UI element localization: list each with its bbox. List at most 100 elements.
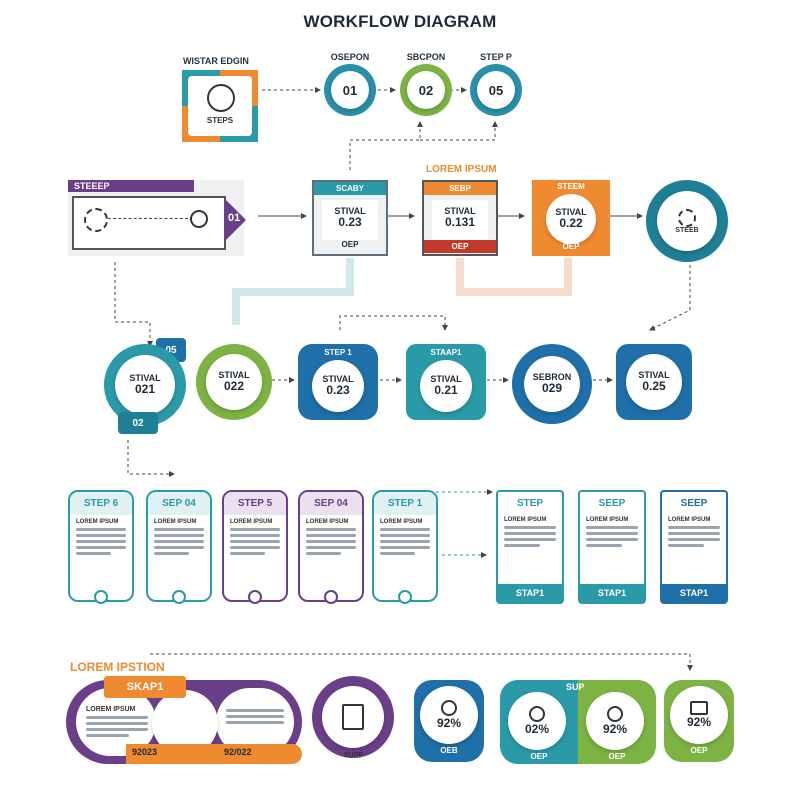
step-card-title: LOREM IPSUM <box>230 519 273 525</box>
badge-02: 02 <box>118 412 158 434</box>
r3-title-1: STIVAL <box>129 372 161 383</box>
r3-value-2: 022 <box>223 379 245 394</box>
gear-icon-end <box>678 208 696 227</box>
top-node-3[interactable]: 05 <box>470 64 522 116</box>
r3-value-1: 021 <box>134 382 156 397</box>
r3-title-2: STIVAL <box>218 369 250 380</box>
node-label-2: SBCPON <box>406 52 446 62</box>
stat-foot-2: OEP <box>530 752 548 761</box>
node-number-3: 05 <box>488 82 504 98</box>
doc-label: SUPP <box>344 752 364 759</box>
stat-value-2: 02% <box>524 722 550 736</box>
node-number-2: 02 <box>418 82 434 98</box>
box-foot-2: OEP <box>424 240 496 254</box>
document-icon <box>342 704 364 730</box>
gear-icon <box>84 208 108 232</box>
row3-node-4[interactable]: STAAP1 STIVAL 0.21 <box>406 344 486 420</box>
magnifier-icon <box>441 700 457 716</box>
step-card-foot: STAP1 <box>662 584 726 602</box>
step-banner[interactable]: STEEEP 01 <box>68 180 246 256</box>
box-value-1: 0.23 <box>338 215 362 230</box>
start-box-label: WISTAR EDGIN <box>183 56 249 66</box>
combo-value-left: 92023 <box>132 747 158 757</box>
globe-icon <box>207 84 235 112</box>
tag-skap1: SKAP1 <box>104 676 186 698</box>
end-circle-label: STEEB <box>675 226 699 234</box>
box-value-3: 0.22 <box>559 216 583 231</box>
clock-icon <box>529 706 545 722</box>
process-box-2[interactable]: SEBP STIVAL 0.131 OEP <box>422 180 498 256</box>
node-label-1: OSEPON <box>330 52 370 62</box>
stat-pair-label: SUP <box>566 682 585 692</box>
node-number-1: 01 <box>342 82 358 98</box>
stat-foot-1: OEB <box>440 746 458 755</box>
step-card-title: LOREM IPSUM <box>504 517 547 523</box>
card-knob <box>324 590 338 604</box>
top-node-1[interactable]: 01 <box>324 64 376 116</box>
step-card-head: SEP 04 <box>148 492 210 515</box>
step-card[interactable]: STEP 5 LOREM IPSUM <box>222 490 288 604</box>
step-card[interactable]: STEP 1 LOREM IPSUM <box>372 490 438 604</box>
start-box[interactable]: STEPS <box>182 70 258 142</box>
box-head-1: SCABY <box>314 182 386 196</box>
r3-value-6: 0.25 <box>642 379 666 394</box>
step-card[interactable]: STEP 6 LOREM IPSUM <box>68 490 134 604</box>
step-card[interactable]: SEP 04 LOREM IPSUM <box>298 490 364 604</box>
step-card-head: SEEP <box>680 498 708 509</box>
process-box-1[interactable]: SCABY STIVAL 0.23 OEP <box>312 180 388 256</box>
stat-foot-4: OEP <box>690 746 708 755</box>
step-card-head: SEEP <box>598 498 626 509</box>
step-card-foot: STAP1 <box>498 584 562 602</box>
row3-node-3[interactable]: STEP 1 STIVAL 0.23 <box>298 344 378 420</box>
box-head-2: SEBP <box>424 182 496 196</box>
step-card-right[interactable]: SEEP LOREM IPSUM STAP1 <box>660 490 728 604</box>
row3-node-6[interactable]: STIVAL 0.25 <box>616 344 692 420</box>
step-card-head: STEP 5 <box>224 492 286 515</box>
doc-circle[interactable] <box>312 676 394 758</box>
step-card-title: LOREM IPSUM <box>380 519 423 525</box>
step-card-title: LOREM IPSUM <box>76 519 119 525</box>
step-card-right[interactable]: SEEP LOREM IPSUM STAP1 <box>578 490 646 604</box>
stat-1[interactable]: 92% OEB <box>414 680 484 762</box>
r3-title-3: STIVAL <box>322 373 354 384</box>
card-knob <box>248 590 262 604</box>
row3-node-2[interactable]: STIVAL 022 <box>196 344 272 420</box>
card-knob <box>94 590 108 604</box>
row3-node-5[interactable]: SEBRON 029 <box>512 344 592 424</box>
box-title-2: STIVAL <box>444 206 476 216</box>
box-title-1: STIVAL <box>334 206 366 216</box>
start-box-caption: STEPS <box>206 116 234 125</box>
stat-value-3: 92% <box>602 722 628 736</box>
step-card-right[interactable]: STEP LOREM IPSUM STAP1 <box>496 490 564 604</box>
combo-block[interactable]: LOREM IPSUM 92023 92/022 <box>66 680 302 764</box>
box-foot-3: OEP <box>562 242 580 251</box>
box-title-3: STIVAL <box>555 206 587 217</box>
step-card-foot: STAP1 <box>580 584 644 602</box>
card-knob <box>398 590 412 604</box>
target-icon <box>607 706 623 722</box>
end-circle[interactable]: STEEB <box>646 180 728 262</box>
process-box-3[interactable]: STEEM STIVAL 0.22 OEP <box>532 180 610 256</box>
box-foot-1: OEP <box>341 240 359 249</box>
r3-head-4: STAAP1 <box>430 348 462 357</box>
banner-number: 01 <box>228 212 241 224</box>
r3-title-5: SEBRON <box>532 371 572 382</box>
box-value-2: 0.131 <box>444 215 476 230</box>
step-card[interactable]: SEP 04 LOREM IPSUM <box>146 490 212 604</box>
card-knob <box>172 590 186 604</box>
top-node-2[interactable]: 02 <box>400 64 452 116</box>
step-card-head: SEP 04 <box>300 492 362 515</box>
stat-value-4: 92% <box>686 715 712 729</box>
image-icon <box>690 701 708 715</box>
step-card-head: STEP <box>516 498 544 509</box>
box-head-3: STEEM <box>557 182 585 191</box>
stat-pair[interactable]: SUP 02% 92% OEP OEP <box>500 680 656 764</box>
r3-title-6: STIVAL <box>638 369 670 380</box>
r3-title-4: STIVAL <box>430 373 462 384</box>
node-label-3: STEP P <box>480 52 512 62</box>
stat-4[interactable]: 92% OEP <box>664 680 734 762</box>
step-card-title: LOREM IPSUM <box>154 519 197 525</box>
lorem-label-row2: LOREM IPSUM <box>426 164 497 175</box>
r3-value-5: 029 <box>541 381 563 396</box>
